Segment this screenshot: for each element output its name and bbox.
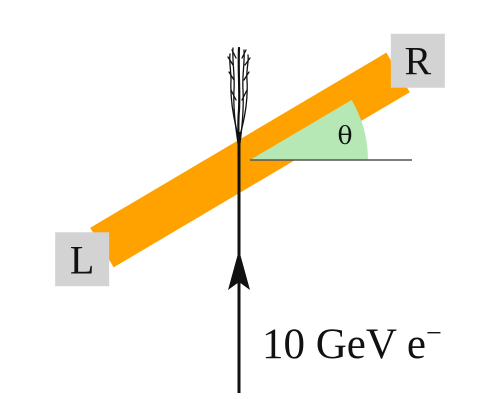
- right-end-cap: R: [390, 33, 445, 88]
- beam-charge-superscript: −: [426, 318, 442, 349]
- left-end-cap-box: [55, 232, 110, 287]
- particle-shower: [227, 46, 251, 172]
- right-end-cap-box: [390, 33, 445, 88]
- left-end-label: L: [70, 237, 94, 282]
- left-end-cap: L: [55, 232, 110, 287]
- shower-track: [227, 56, 251, 66]
- beam-arrow-icon: [228, 250, 250, 290]
- shower-track: [231, 49, 247, 59]
- angle-label: θ: [337, 121, 352, 150]
- beam-label: 10 GeV e−: [262, 318, 442, 368]
- shower-track: [232, 47, 240, 151]
- beam-label-text: 10 GeV e: [262, 321, 426, 368]
- shower-track: [237, 134, 240, 161]
- shower-track: [228, 71, 250, 81]
- shower-trunk: [237, 46, 241, 172]
- shower-track: [230, 89, 248, 101]
- right-end-label: R: [405, 39, 432, 84]
- angle-wedge: [250, 100, 368, 160]
